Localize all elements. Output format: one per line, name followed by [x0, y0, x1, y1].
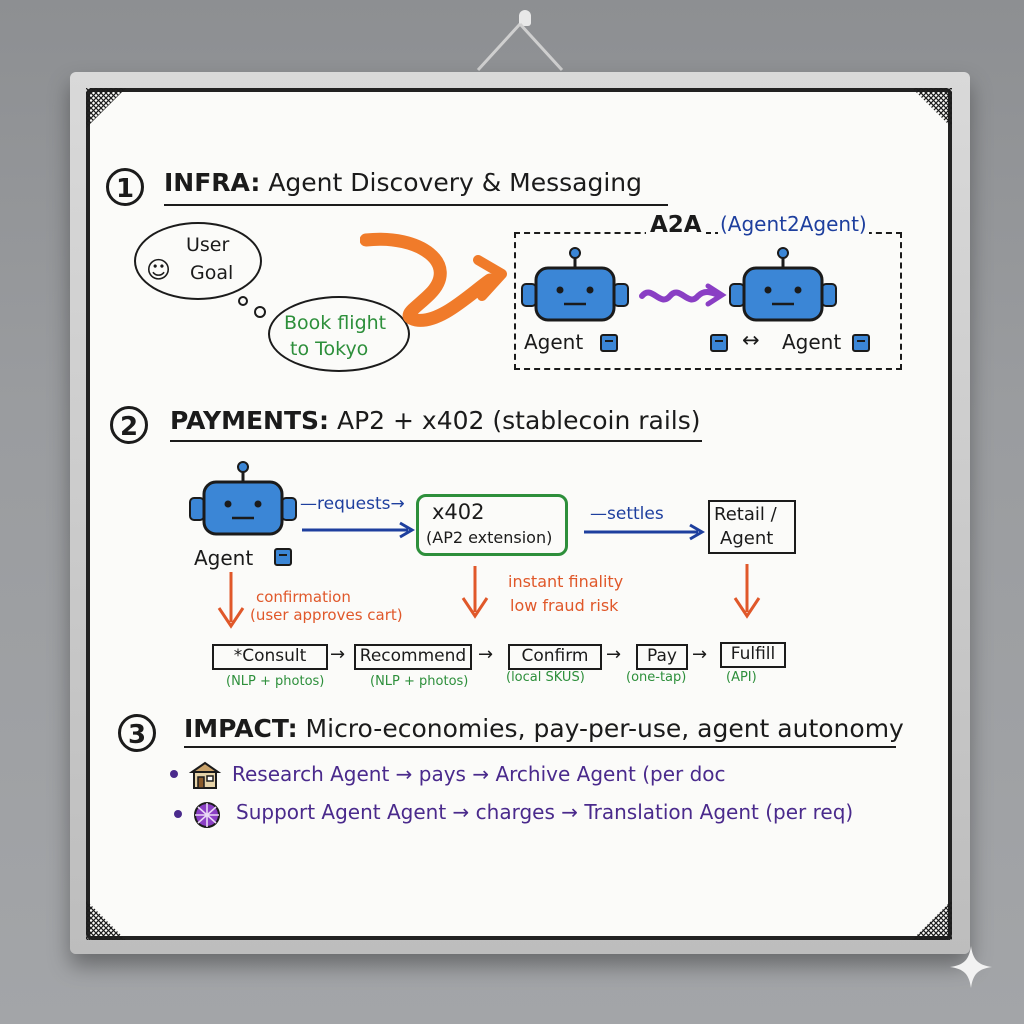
settles-arrow [584, 523, 705, 541]
purple-wave-arrow [639, 283, 727, 307]
a2a-dashed-box [514, 232, 902, 370]
section-2-title-rest: AP2 + x402 (stablecoin rails) [336, 406, 701, 435]
thought-dot-1 [238, 296, 248, 306]
confirmation-label: confirmation [256, 588, 351, 606]
agent-right-badge-icon-2 [852, 334, 870, 352]
section-1-title-rest: Agent Discovery & Messaging [268, 168, 643, 197]
retail-agent-box [708, 500, 796, 554]
section-3-underline [184, 746, 896, 748]
thought-line-2: to Tokyo [290, 338, 369, 360]
low-fraud-label: low fraud risk [510, 596, 619, 615]
flow-arrow-icon-3: → [606, 644, 622, 665]
step-consult-box: *Consult [212, 644, 328, 670]
a2a-agent-left-label: Agent [524, 330, 584, 354]
hanging-wire [476, 22, 564, 72]
section-3-title-bold: IMPACT: [184, 714, 298, 743]
exchange-arrow-icon: ↔ [742, 328, 760, 352]
step-fulfill-label: Fulfill [730, 644, 776, 664]
bullet-2 [174, 810, 182, 818]
retail-line-2: Agent [720, 528, 774, 549]
section-3-number: 3 [118, 714, 156, 752]
x402-box [416, 494, 568, 556]
section-2-underline [170, 440, 702, 442]
step-confirm-label: Confirm [521, 646, 589, 666]
step-pay-sub: (one-tap) [626, 670, 687, 685]
wall-hook [519, 10, 531, 26]
flow-arrow-icon-2: → [478, 644, 494, 665]
step-confirm-sub: (local SKUS) [506, 670, 585, 685]
robot-agent-icon-left [521, 247, 629, 322]
flow-arrow-icon-4: → [692, 644, 708, 665]
thought-bubble [268, 296, 410, 372]
payments-agent-label: Agent [194, 546, 254, 570]
flow-arrow-icon-1: → [330, 644, 346, 665]
step-recommend-sub: (NLP + photos) [370, 674, 469, 689]
impact-line-1: Research Agent → pays → Archive Agent (p… [232, 762, 726, 786]
robot-agent-icon-payments [189, 461, 297, 536]
x402-title: x402 [432, 500, 485, 524]
settles-label: —settles [590, 504, 664, 524]
agent-right-badge-icon-1 [710, 334, 728, 352]
user-goal-bubble [134, 222, 262, 300]
section-1-title-bold: INFRA: [164, 168, 261, 197]
orange-swoosh-arrow [360, 232, 507, 327]
confirmation-sub: (user approves cart) [250, 606, 403, 624]
step-pay-box: Pay [636, 644, 688, 670]
step-recommend-label: Recommend [359, 646, 467, 666]
sparkle-watermark-icon [950, 946, 992, 988]
section-3-title-rest: Micro-economies, pay-per-use, agent auto… [305, 714, 904, 743]
section-1-title: INFRA: Agent Discovery & Messaging [164, 168, 642, 197]
requests-label: —requests→ [300, 494, 405, 514]
bubble-user-text: User [186, 234, 230, 256]
a2a-subtitle: (Agent2Agent) [718, 212, 869, 236]
agent-left-badge-icon [600, 334, 618, 352]
section-2-title-bold: PAYMENTS: [170, 406, 330, 435]
section-2-number: 2 [110, 406, 148, 444]
requests-arrow [302, 521, 415, 539]
step-consult-sub: (NLP + photos) [226, 674, 325, 689]
down-arrow-middle [461, 566, 489, 619]
section-3-title: IMPACT: Micro-economies, pay-per-use, ag… [184, 714, 904, 743]
corner-decorations [86, 88, 952, 940]
section-1-underline [164, 204, 668, 206]
thought-dot-2 [254, 306, 266, 318]
step-confirm-box: Confirm [508, 644, 602, 670]
storefront-icon [188, 761, 222, 789]
bullet-1 [170, 770, 178, 778]
step-consult-label: *Consult [233, 646, 307, 666]
step-fulfill-sub: (API) [726, 670, 757, 685]
retail-line-1: Retail / [714, 504, 777, 525]
robot-agent-icon-right [729, 247, 837, 322]
x402-subtitle: (AP2 extension) [426, 528, 553, 547]
instant-finality-label: instant finality [508, 572, 624, 591]
globe-icon [194, 802, 220, 828]
payments-agent-badge-icon [274, 548, 292, 566]
section-1-number: 1 [106, 168, 144, 206]
down-arrow-right [733, 564, 761, 619]
impact-line-2: Support Agent Agent → charges → Translat… [236, 800, 854, 824]
step-recommend-box: Recommend [354, 644, 472, 670]
section-2-title: PAYMENTS: AP2 + x402 (stablecoin rails) [170, 406, 701, 435]
a2a-agent-right-label: Agent [782, 330, 842, 354]
smiley-icon: ☺ [146, 256, 172, 284]
a2a-title: A2A [646, 212, 706, 238]
bubble-goal-text: Goal [190, 262, 234, 284]
step-pay-label: Pay [647, 646, 677, 666]
thought-line-1: Book flight [284, 312, 387, 334]
down-arrow-left [217, 572, 245, 629]
step-fulfill-box: Fulfill [720, 642, 786, 668]
